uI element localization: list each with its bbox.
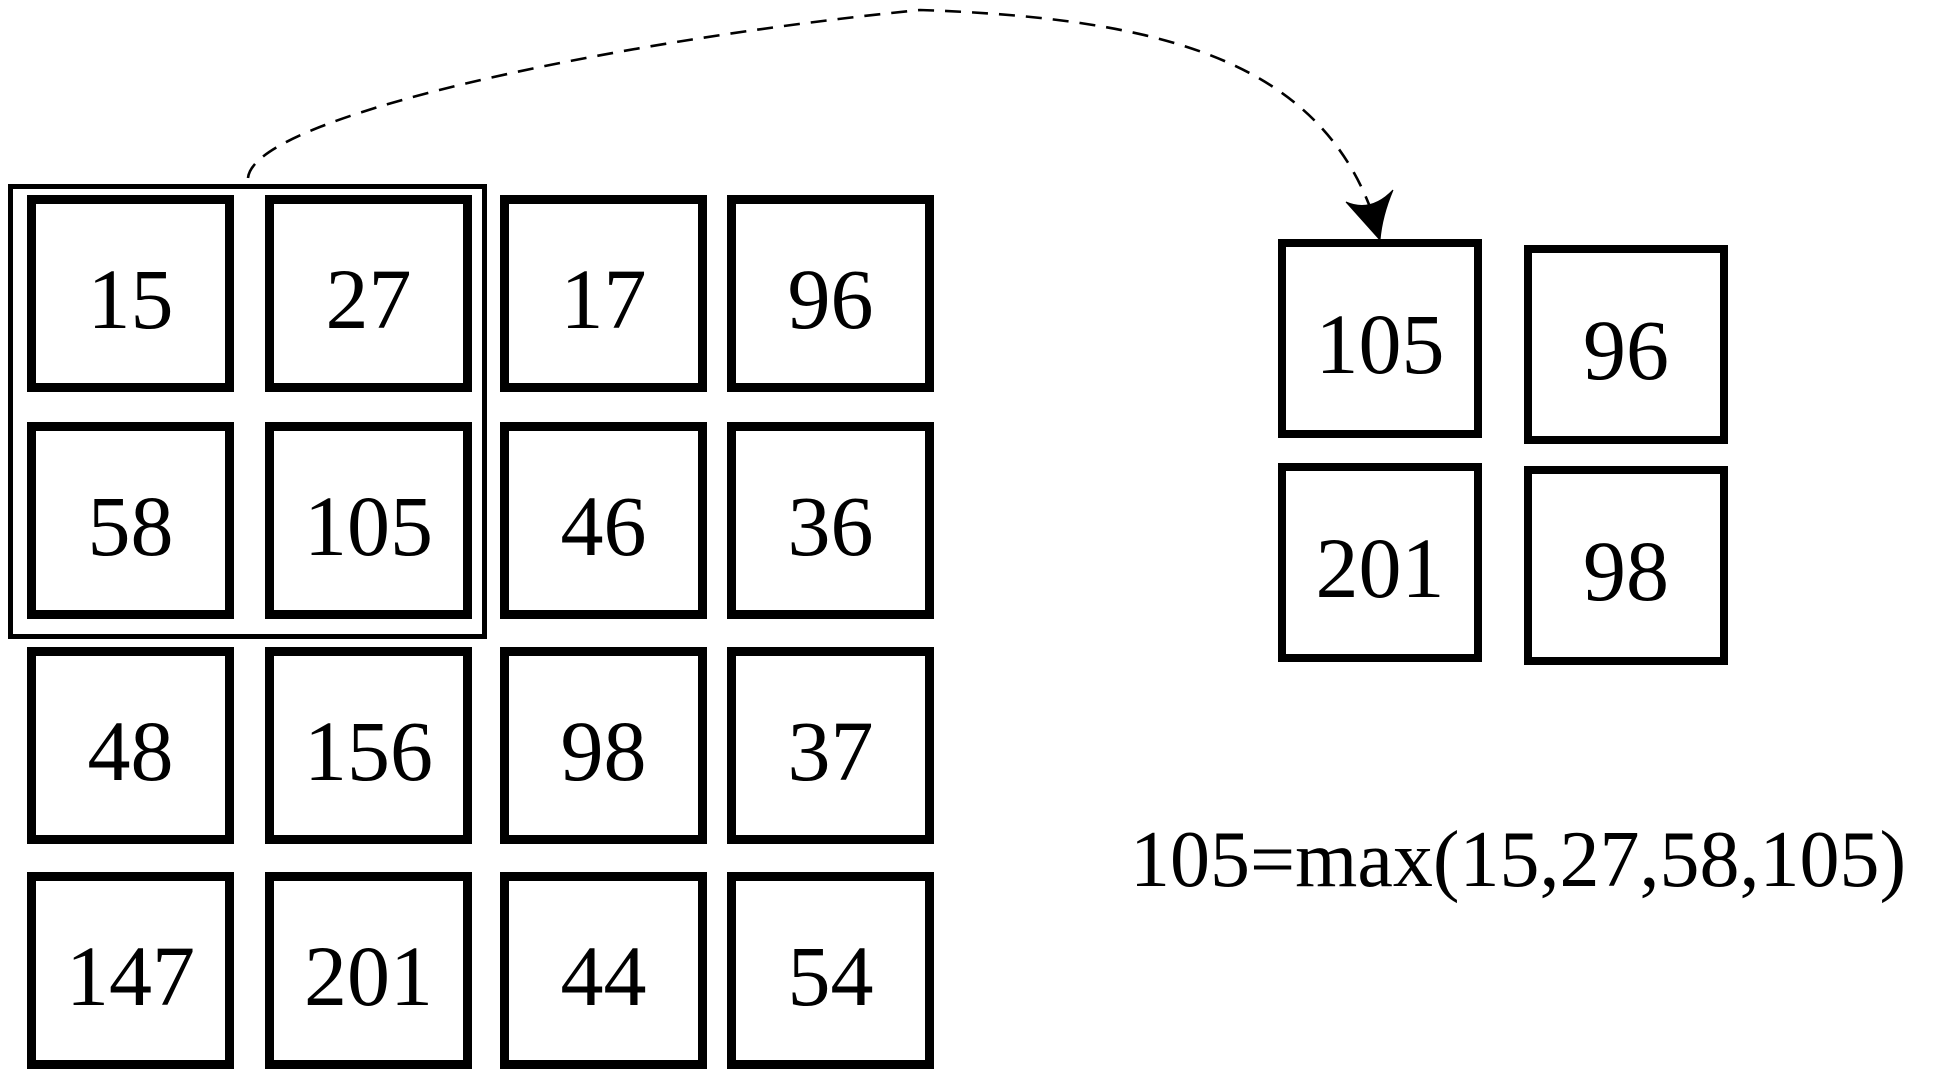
input-cell: 54 bbox=[727, 872, 934, 1069]
input-cell-value: 15 bbox=[87, 250, 174, 347]
input-cell-value: 17 bbox=[560, 250, 647, 347]
input-cell-value: 58 bbox=[87, 477, 174, 574]
input-cell: 96 bbox=[727, 195, 934, 392]
input-cell-value: 96 bbox=[787, 250, 874, 347]
input-cell-value: 156 bbox=[304, 702, 433, 799]
output-cell-value: 96 bbox=[1583, 301, 1669, 398]
input-cell-value: 98 bbox=[560, 702, 647, 799]
output-cell-value: 98 bbox=[1583, 522, 1669, 619]
input-cell: 27 bbox=[265, 195, 472, 392]
pooling-arrow-curve bbox=[246, 8, 1376, 219]
input-cell: 37 bbox=[727, 647, 934, 844]
input-cell-value: 46 bbox=[560, 477, 647, 574]
input-cell-value: 44 bbox=[560, 927, 647, 1024]
input-cell: 36 bbox=[727, 422, 934, 619]
output-cell: 201 bbox=[1278, 463, 1482, 662]
input-cell: 147 bbox=[27, 872, 234, 1069]
output-cell-value: 201 bbox=[1315, 519, 1445, 616]
output-cell: 98 bbox=[1524, 466, 1728, 665]
input-cell: 46 bbox=[500, 422, 707, 619]
arrowhead-icon bbox=[1345, 189, 1394, 242]
max-formula: 105=max(15,27,58,105) bbox=[1130, 816, 1907, 904]
input-cell-value: 147 bbox=[66, 927, 195, 1024]
input-cell-value: 48 bbox=[87, 702, 174, 799]
input-cell-value: 105 bbox=[304, 477, 433, 574]
output-cell: 105 bbox=[1278, 239, 1482, 438]
input-cell: 98 bbox=[500, 647, 707, 844]
input-cell-value: 27 bbox=[325, 250, 412, 347]
input-cell-value: 201 bbox=[304, 927, 433, 1024]
input-cell: 156 bbox=[265, 647, 472, 844]
output-cell: 96 bbox=[1524, 245, 1728, 444]
input-cell: 58 bbox=[27, 422, 234, 619]
input-cell-value: 36 bbox=[787, 477, 874, 574]
input-cell: 15 bbox=[27, 195, 234, 392]
input-cell: 201 bbox=[265, 872, 472, 1069]
input-cell: 44 bbox=[500, 872, 707, 1069]
input-cell-value: 37 bbox=[787, 702, 874, 799]
input-cell-value: 54 bbox=[787, 927, 874, 1024]
input-cell: 105 bbox=[265, 422, 472, 619]
input-cell: 17 bbox=[500, 195, 707, 392]
output-cell-value: 105 bbox=[1315, 295, 1445, 392]
input-cell: 48 bbox=[27, 647, 234, 844]
